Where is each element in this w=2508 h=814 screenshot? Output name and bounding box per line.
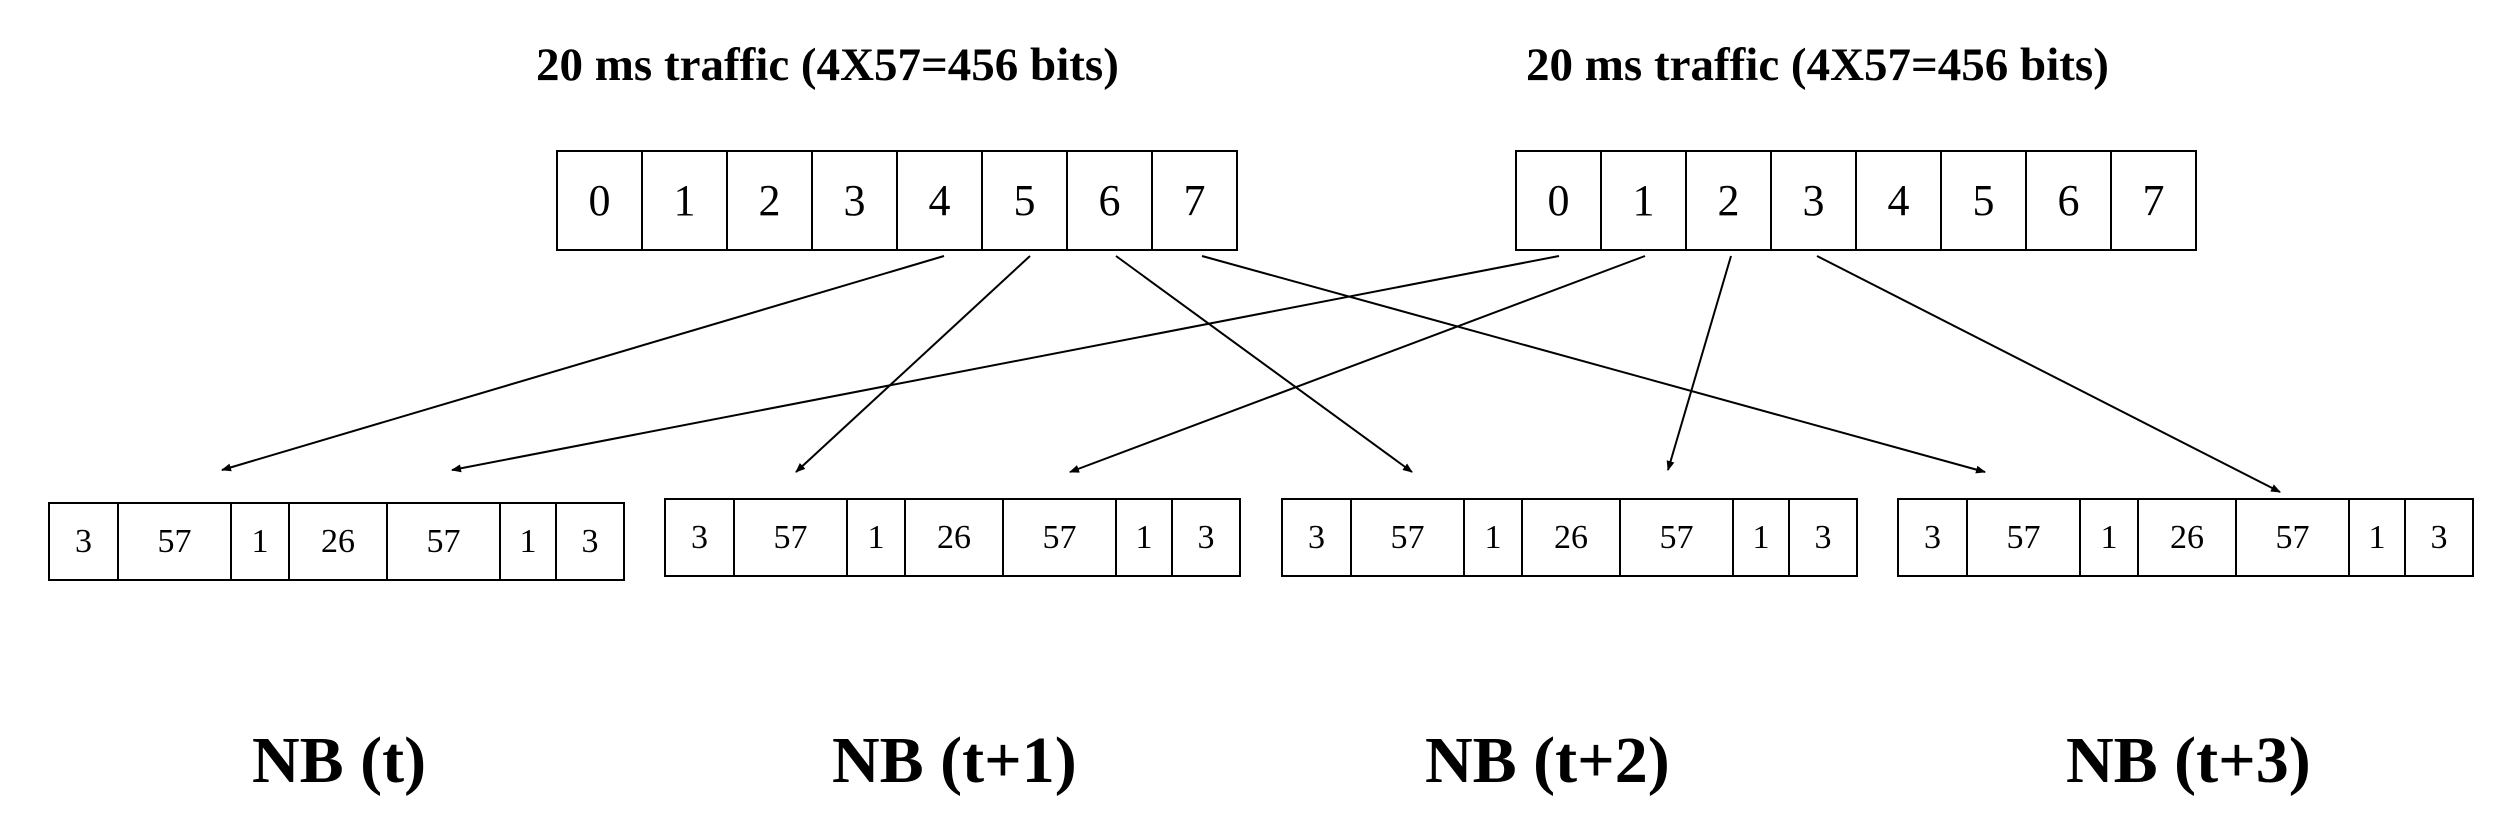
interleave-arrow (795, 255, 1031, 473)
burst-field-stealing-flag: 1 (232, 502, 290, 581)
burst-field-tail: 3 (2406, 498, 2474, 577)
traffic-block-right: 0 1 2 3 4 5 6 7 (1515, 150, 2197, 251)
burst-field-data: 57 (1621, 498, 1734, 577)
traffic-block-left-title: 20 ms traffic (4X57=456 bits) (536, 39, 1119, 91)
burst-field-tail: 3 (557, 502, 625, 581)
traffic-block-cell: 3 (813, 150, 898, 251)
interleave-arrow (1666, 255, 1732, 471)
burst-label-t-plus-2: NB (t+2) (1425, 724, 1670, 797)
traffic-block-cell: 0 (558, 150, 643, 251)
burst-field-data: 57 (1004, 498, 1117, 577)
traffic-block-cell: 0 (1517, 150, 1602, 251)
burst-field-training: 26 (906, 498, 1004, 577)
burst-field-training: 26 (2139, 498, 2237, 577)
traffic-block-cell: 1 (643, 150, 728, 251)
burst-field-stealing-flag: 1 (2350, 498, 2406, 577)
traffic-block-cell: 2 (728, 150, 813, 251)
traffic-block-cell: 7 (1153, 150, 1238, 251)
traffic-block-left: 0 1 2 3 4 5 6 7 (556, 150, 1238, 251)
burst-field-tail: 3 (666, 498, 735, 577)
burst-field-tail: 3 (1283, 498, 1352, 577)
interleave-arrow (221, 255, 945, 472)
burst-field-data: 57 (735, 498, 848, 577)
burst-field-tail: 3 (1173, 498, 1241, 577)
traffic-block-cell: 3 (1772, 150, 1857, 251)
interleave-arrow (451, 255, 1560, 473)
burst-field-tail: 3 (1899, 498, 1968, 577)
traffic-block-cell: 1 (1602, 150, 1687, 251)
burst-field-stealing-flag: 1 (2081, 498, 2139, 577)
burst-field-stealing-flag: 1 (848, 498, 906, 577)
burst-label-t-plus-1: NB (t+1) (832, 724, 1077, 797)
burst-label-t-plus-3: NB (t+3) (2066, 724, 2311, 797)
traffic-block-cell: 4 (1857, 150, 1942, 251)
interleave-arrow (1816, 255, 2281, 493)
interleave-arrow (1115, 255, 1413, 473)
normal-burst-t-plus-2: 3 57 1 26 57 1 3 (1281, 498, 1858, 577)
burst-field-stealing-flag: 1 (1117, 498, 1173, 577)
interleave-arrow (1069, 255, 1646, 473)
burst-field-tail: 3 (50, 502, 119, 581)
traffic-block-cell: 6 (2027, 150, 2112, 251)
burst-field-tail: 3 (1790, 498, 1858, 577)
normal-burst-t-plus-3: 3 57 1 26 57 1 3 (1897, 498, 2474, 577)
normal-burst-t: 3 57 1 26 57 1 3 (48, 502, 625, 581)
traffic-block-right-title: 20 ms traffic (4X57=456 bits) (1526, 39, 2109, 91)
traffic-block-cell: 4 (898, 150, 983, 251)
burst-field-stealing-flag: 1 (1734, 498, 1790, 577)
traffic-block-cell: 5 (1942, 150, 2027, 251)
burst-field-data: 57 (119, 502, 232, 581)
burst-field-training: 26 (290, 502, 388, 581)
traffic-block-cell: 5 (983, 150, 1068, 251)
normal-burst-t-plus-1: 3 57 1 26 57 1 3 (664, 498, 1241, 577)
burst-field-stealing-flag: 1 (501, 502, 557, 581)
traffic-block-cell: 2 (1687, 150, 1772, 251)
burst-field-data: 57 (388, 502, 501, 581)
traffic-block-cell: 6 (1068, 150, 1153, 251)
burst-field-data: 57 (1968, 498, 2081, 577)
burst-field-stealing-flag: 1 (1465, 498, 1523, 577)
burst-label-t: NB (t) (252, 724, 427, 797)
burst-field-data: 57 (1352, 498, 1465, 577)
burst-field-data: 57 (2237, 498, 2350, 577)
interleave-arrow (1201, 255, 1986, 474)
traffic-block-cell: 7 (2112, 150, 2197, 251)
burst-field-training: 26 (1523, 498, 1621, 577)
